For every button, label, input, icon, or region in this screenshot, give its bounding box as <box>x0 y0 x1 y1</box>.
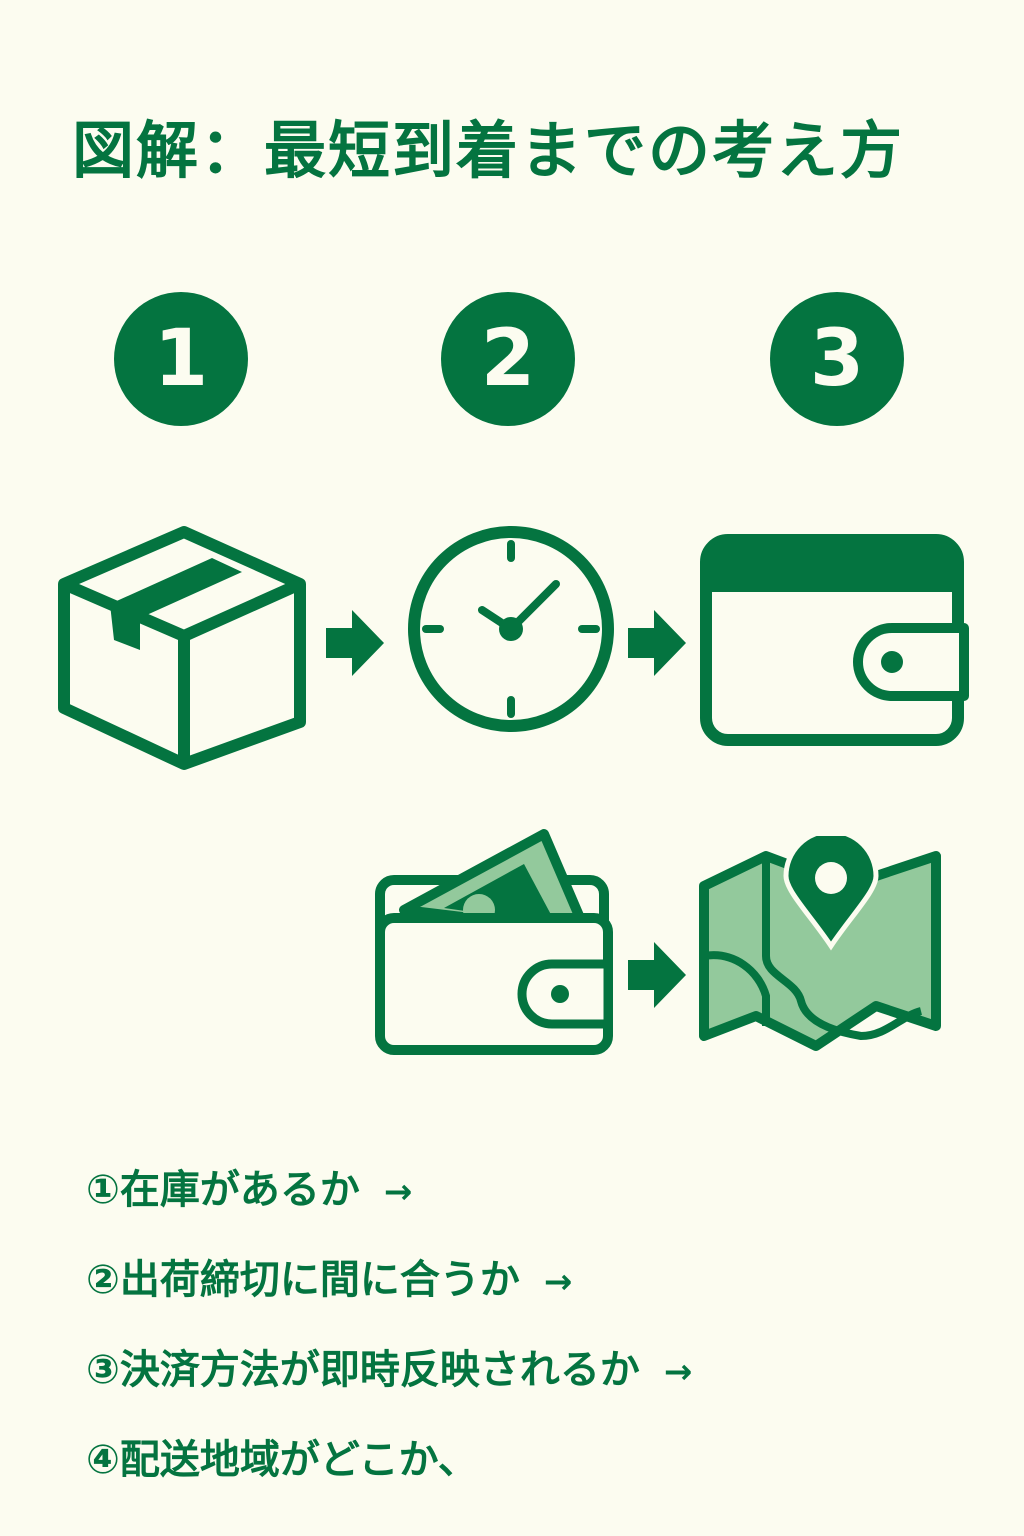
wallet-icon <box>700 534 969 746</box>
list-item-3: ③決済方法が即時反映されるか → <box>86 1340 692 1430</box>
arrow-right-icon <box>326 610 384 676</box>
map-pin-icon <box>699 836 941 1051</box>
list-item-text: ④配送地域がどこか、 <box>86 1437 478 1483</box>
list-item-text: ②出荷締切に間に合うか <box>86 1257 520 1303</box>
arrow-right-icon <box>628 942 686 1008</box>
arrow-right-icon <box>628 610 686 676</box>
step-2-badge: 2 <box>441 292 575 426</box>
page-title: 図解：最短到着までの考え方 <box>72 114 905 187</box>
clock-icon <box>408 526 614 732</box>
arrow-right-icon: → <box>543 1262 573 1302</box>
arrow-right-icon: → <box>663 1352 693 1392</box>
wallet-with-cash-icon <box>375 829 613 1055</box>
list-item-text: ③決済方法が即時反映されるか <box>86 1347 640 1393</box>
list-item-4: ④配送地域がどこか、 <box>86 1430 692 1520</box>
package-box-icon <box>58 526 306 770</box>
step-1-badge: 1 <box>114 292 248 426</box>
list-item-1: ①在庫があるか → <box>86 1160 692 1250</box>
arrow-right-icon: → <box>383 1172 413 1212</box>
list-item-2: ②出荷締切に間に合うか → <box>86 1250 692 1340</box>
step-3-badge: 3 <box>770 292 904 426</box>
steps-list: ①在庫があるか → ②出荷締切に間に合うか → ③決済方法が即時反映されるか → ④配… <box>86 1160 692 1520</box>
list-item-text: ①在庫があるか <box>86 1167 360 1213</box>
